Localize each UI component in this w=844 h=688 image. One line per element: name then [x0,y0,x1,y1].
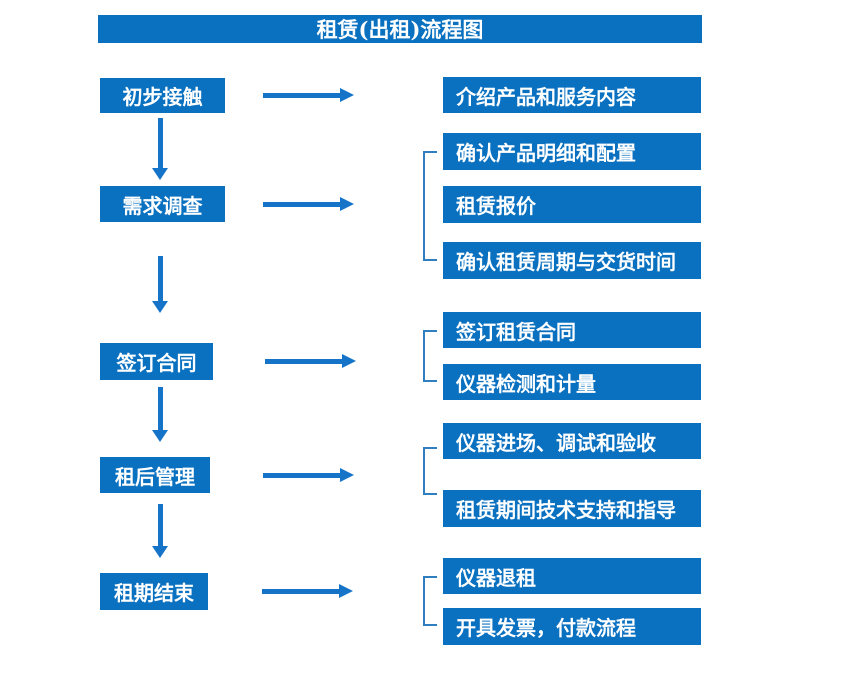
output-box-instrument-installation: 仪器进场、调试和验收 [443,423,701,459]
group-bracket-demand-survey [423,151,437,261]
output-box-instrument-testing: 仪器检测和计量 [443,364,701,400]
output-box-invoice-payment: 开具发票，付款流程 [443,608,701,645]
step-box-post-rental-management: 租后管理 [100,457,210,493]
arrow-shaft [262,589,340,594]
group-bracket-post-rental [423,447,437,495]
step-box-rental-end: 租期结束 [100,573,208,610]
right-arrow-post-rental [263,468,354,482]
arrow-head-icon [152,430,168,442]
arrow-head-icon [340,197,354,211]
arrow-shaft [158,256,163,301]
output-box-confirm-product-details: 确认产品明细和配置 [443,133,701,170]
arrow-head-icon [152,546,168,558]
arrow-shaft [263,202,341,207]
step-box-sign-contract: 签订合同 [100,343,213,380]
arrow-shaft [263,473,341,478]
arrow-head-icon [152,301,168,313]
step-box-initial-contact: 初步接触 [100,78,225,113]
group-bracket-sign-contract [423,330,437,382]
step-box-demand-survey: 需求调查 [100,186,225,222]
arrow-head-icon [339,584,353,598]
flowchart-title: 租赁(出租)流程图 [98,15,702,43]
arrow-head-icon [340,468,354,482]
output-box-sign-rental-contract: 签订租赁合同 [443,312,701,348]
output-box-confirm-rental-period: 确认租赁周期与交货时间 [443,242,701,279]
output-box-introduce-products: 介绍产品和服务内容 [443,77,701,113]
arrow-shaft [265,359,343,364]
arrow-head-icon [342,354,356,368]
arrow-head-icon [152,168,168,180]
group-bracket-rental-end [423,576,437,626]
right-arrow-demand-survey [263,197,354,211]
output-box-instrument-return: 仪器退租 [443,558,701,594]
arrow-shaft [158,387,163,430]
arrow-head-icon [340,88,354,102]
arrow-shaft [263,93,341,98]
arrow-shaft [158,504,163,546]
output-box-technical-support: 租赁期间技术支持和指导 [443,490,701,527]
right-arrow-rental-end [262,584,353,598]
right-arrow-sign-contract [265,354,356,368]
right-arrow-initial-contact [263,88,354,102]
arrow-shaft [158,118,163,168]
output-box-rental-quotation: 租赁报价 [443,186,701,223]
